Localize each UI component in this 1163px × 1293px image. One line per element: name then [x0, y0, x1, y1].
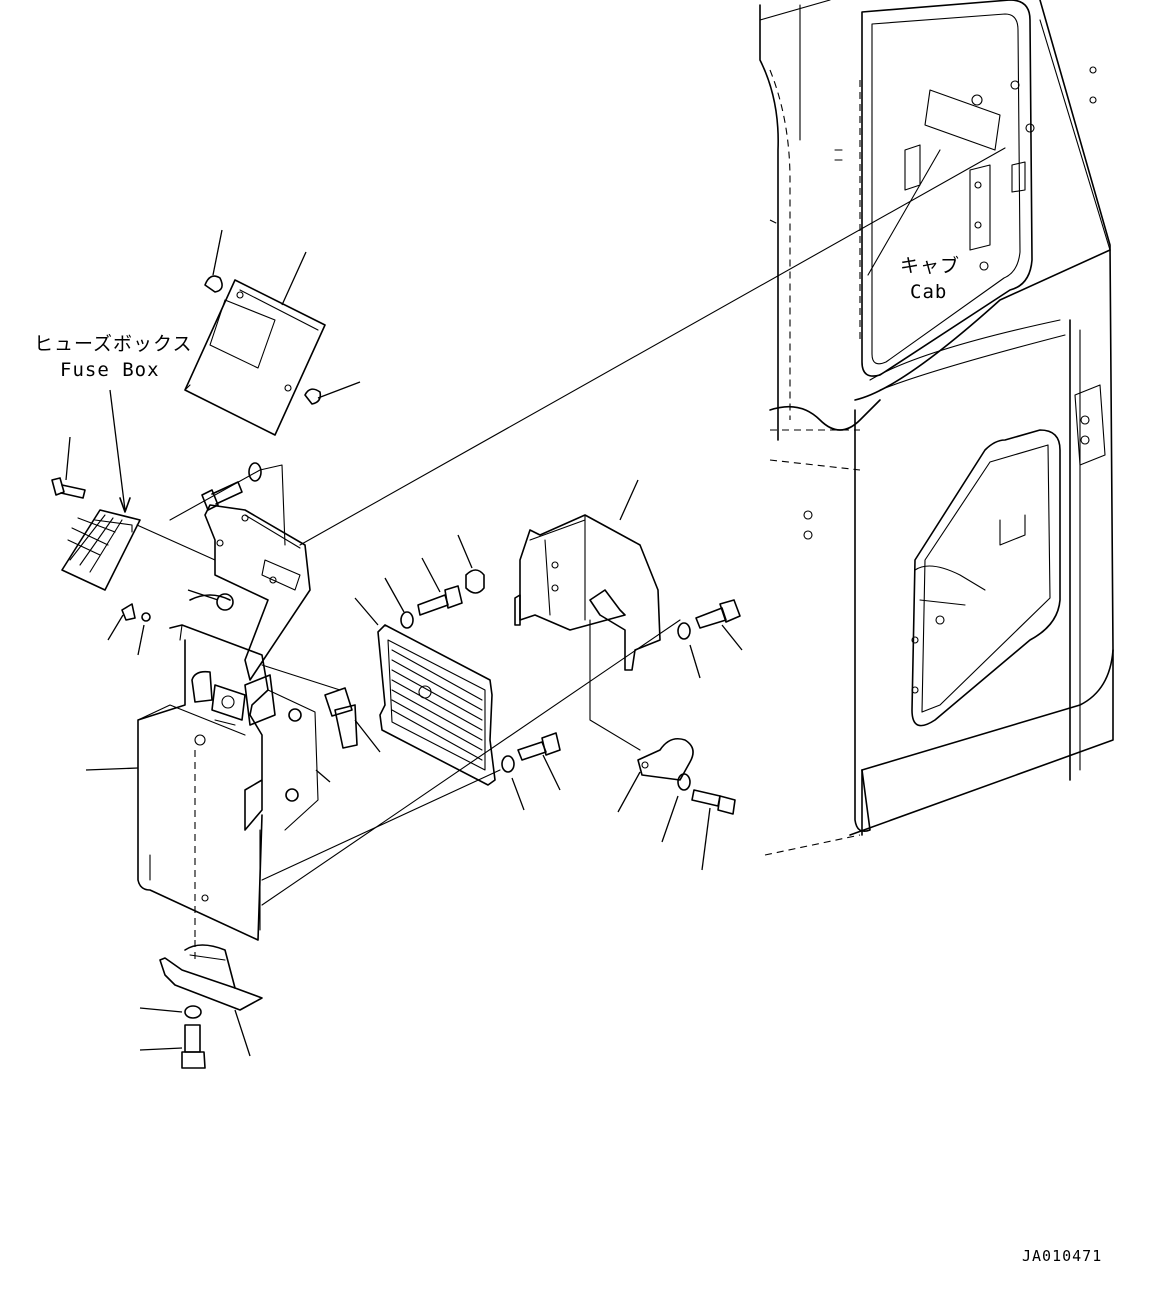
upper-bracket: [107, 462, 311, 681]
cover-plate: [184, 229, 361, 436]
drawing-code: JA010471: [1022, 1247, 1103, 1265]
bracket-box: [514, 479, 743, 679]
fuse-box-label-en: Fuse Box: [60, 359, 160, 381]
main-plate: [85, 624, 276, 960]
cab-label-en: Cab: [910, 281, 948, 303]
cab-label-jp: キャブ: [900, 255, 961, 277]
clamp-parts: [617, 737, 736, 871]
assembly-lines: [261, 147, 1006, 906]
bottom-bracket: [139, 944, 263, 1069]
fuse-box-label-jp: ヒューズボックス: [34, 333, 193, 355]
middle-hardware: [261, 664, 381, 831]
fuse-box: [51, 389, 216, 591]
cab-outline: [759, 0, 1114, 856]
controller-unit: [354, 534, 561, 811]
